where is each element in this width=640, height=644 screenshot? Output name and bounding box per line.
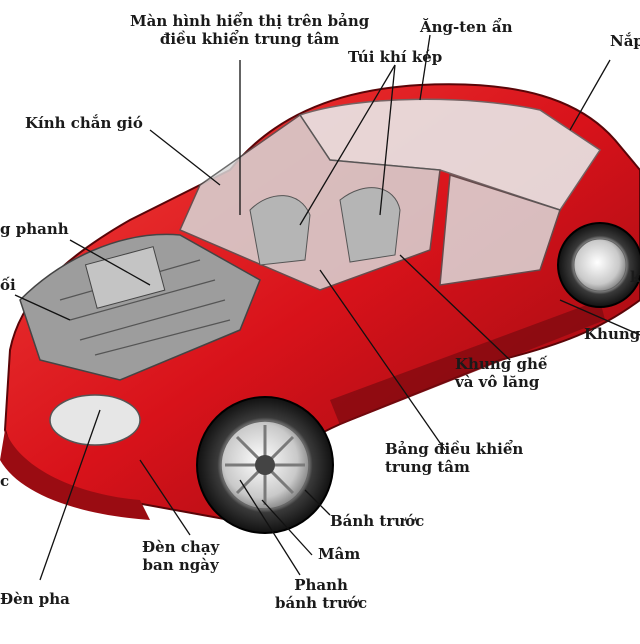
label-seat-frame-steering: Khung ghế và vô lăng bbox=[455, 355, 548, 391]
label-windshield: Kính chắn gió bbox=[25, 114, 143, 132]
label-roof: Nắp bbox=[610, 32, 640, 50]
label-dual-airbags: Túi khí kép bbox=[348, 48, 443, 66]
label-rim: Mâm bbox=[318, 545, 361, 563]
label-left-partial: ối bbox=[0, 276, 16, 294]
label-left-edge-c: c bbox=[0, 472, 10, 490]
front-wheel bbox=[196, 396, 334, 534]
label-right-partial: k bbox=[630, 268, 640, 286]
label-front-brake: Phanh bánh trước bbox=[275, 576, 368, 612]
label-daytime-lights: Đèn chạy ban ngày bbox=[142, 538, 220, 574]
label-hidden-antenna: Ăng-ten ẩn bbox=[420, 18, 513, 36]
label-brake: g phanh bbox=[0, 220, 69, 238]
callout-lines bbox=[14, 34, 640, 581]
label-dashboard-display: Màn hình hiển thị trên bảng điều khiển t… bbox=[130, 12, 370, 48]
rear-wheel bbox=[557, 222, 640, 308]
label-center-console: Bảng điều khiển trung tâm bbox=[385, 440, 524, 476]
label-frame: Khung bbox=[584, 325, 640, 343]
label-headlight: Đèn pha bbox=[0, 590, 70, 608]
label-front-wheel: Bánh trước bbox=[330, 512, 425, 530]
car-body bbox=[0, 83, 640, 522]
